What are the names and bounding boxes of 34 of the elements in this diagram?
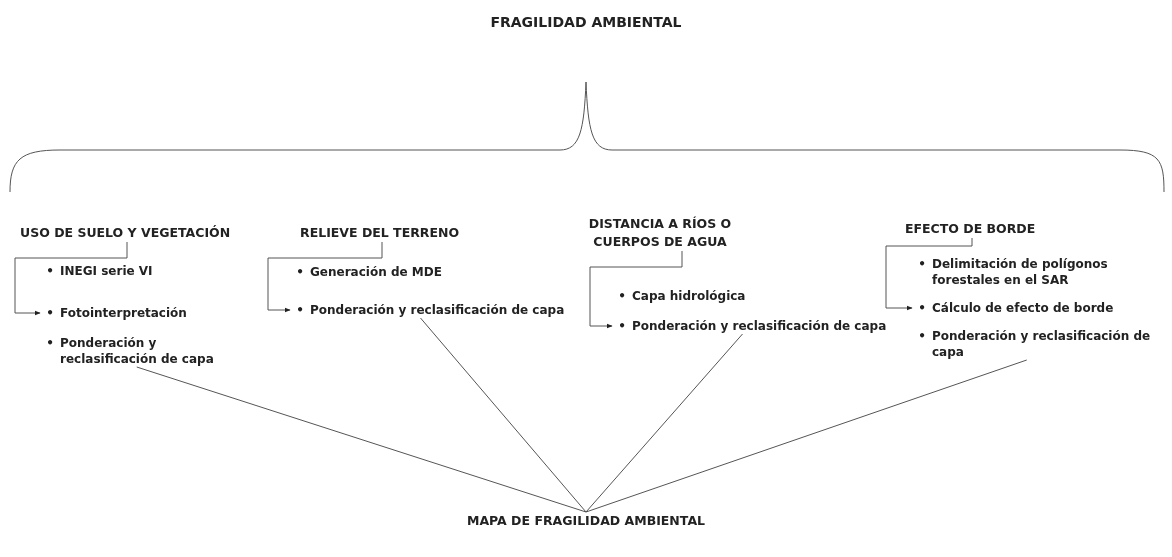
- bullet: •: [617, 288, 627, 304]
- list-item: Ponderación y reclasificación de capa: [632, 318, 887, 334]
- bullet: •: [45, 263, 55, 279]
- connector-line: [136, 366, 587, 513]
- heading: EFECTO DE BORDE: [905, 220, 1055, 238]
- list-item: Ponderación y reclasificación de capa: [932, 328, 1152, 360]
- list-item: Ponderación y reclasificación de capa: [60, 335, 215, 367]
- heading: RELIEVE DEL TERRENO: [300, 224, 500, 242]
- bullet: •: [295, 264, 305, 280]
- bullet: •: [295, 302, 305, 318]
- list-item: Delimitación de polígonos forestales en el SAR: [932, 256, 1109, 288]
- bullet: •: [45, 305, 55, 321]
- connector-line: [585, 359, 1028, 513]
- bullet: •: [917, 300, 927, 316]
- list-item: Ponderación y reclasificación de capa: [310, 302, 565, 318]
- heading: MAPA DE FRAGILIDAD AMBIENTAL: [436, 512, 736, 530]
- list-item: INEGI serie VI: [60, 263, 153, 279]
- elbow-arrow: [14, 241, 128, 316]
- list-item: Capa hidrológica: [632, 288, 746, 304]
- heading: DISTANCIA A RÍOS O CUERPOS DE AGUA: [575, 215, 745, 251]
- list-item: Cálculo de efecto de borde: [932, 300, 1114, 316]
- heading: USO DE SUELO Y VEGETACIÓN: [20, 224, 270, 242]
- bullet: •: [917, 256, 927, 273]
- elbow-arrow: [589, 250, 683, 329]
- bullet: •: [45, 335, 55, 352]
- bullet: •: [917, 328, 927, 345]
- connector-line: [420, 317, 587, 513]
- elbow-arrow: [267, 241, 383, 313]
- title: FRAGILIDAD AMBIENTAL: [489, 14, 683, 30]
- bullet: •: [617, 318, 627, 334]
- connector-line: [585, 333, 743, 513]
- elbow-arrow: [885, 237, 973, 311]
- list-item: Fotointerpretación: [60, 305, 187, 321]
- list-item: Generación de MDE: [310, 264, 442, 280]
